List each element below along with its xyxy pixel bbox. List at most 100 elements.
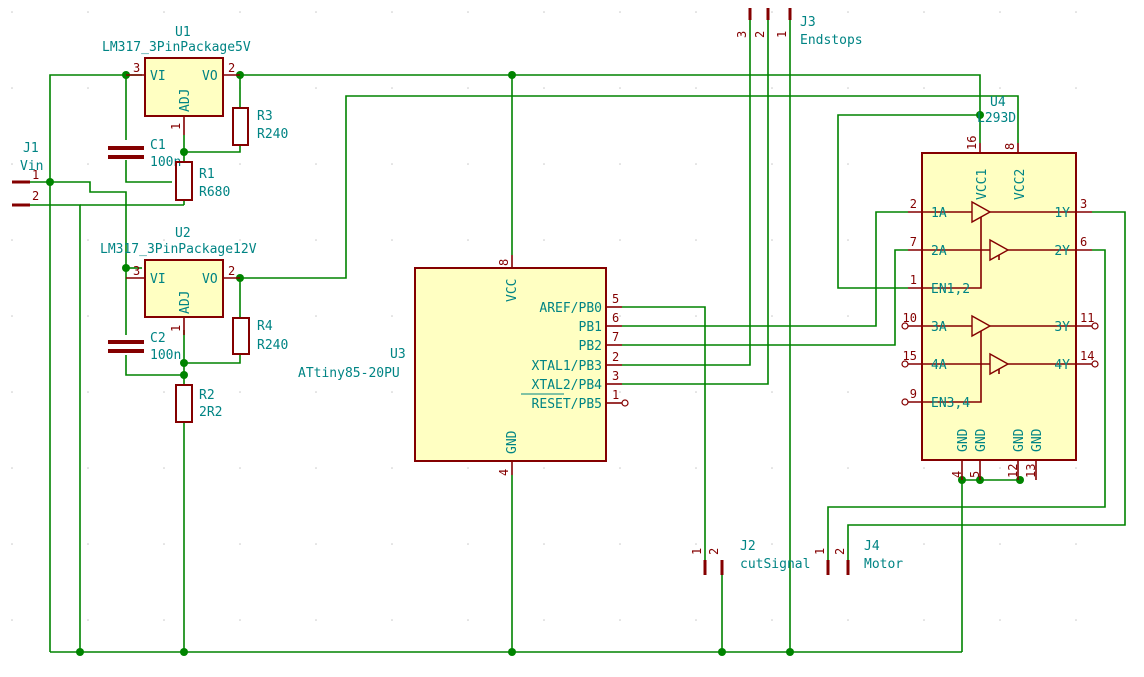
- junction-dot: [508, 648, 516, 656]
- wire-r4-bottom: [184, 354, 241, 364]
- grid-dot: [619, 163, 621, 165]
- grid-dot: [999, 543, 1001, 545]
- grid-dot: [695, 87, 697, 89]
- u2-pin-num-vi: 3: [133, 264, 140, 278]
- u2-regulator[interactable]: U2 LM317_3PinPackage12V VI VO ADJ 3 2 1: [100, 226, 257, 335]
- c2-ref: C2: [150, 331, 166, 346]
- u1-pin-num-vi: 3: [133, 61, 140, 75]
- j3-value: Endstops: [800, 33, 863, 48]
- u3-pin-number: 5: [612, 292, 619, 306]
- grid-dot: [391, 87, 393, 89]
- grid-dot: [923, 467, 925, 469]
- j4-ref: J4: [864, 539, 880, 554]
- u4-left-pin-name: 2A: [931, 244, 947, 259]
- grid-dot: [619, 11, 621, 13]
- r3-value: R240: [257, 127, 288, 142]
- r3-resistor[interactable]: R3 R240: [232, 107, 288, 146]
- grid-dot: [467, 87, 469, 89]
- u4-gnd-pin-number: 13: [1024, 464, 1038, 478]
- grid-dot: [999, 87, 1001, 89]
- grid-dot: [239, 163, 241, 165]
- grid-dot: [1075, 619, 1077, 621]
- wire-c1-bottom: [125, 160, 172, 183]
- u4-left-pin-number: 1: [910, 273, 917, 287]
- grid-dot: [315, 239, 317, 241]
- j3-connector[interactable]: J3 Endstops 3 2 1: [735, 8, 863, 48]
- u1-regulator[interactable]: U1 LM317_3PinPackage5V VI VO ADJ 3 2 1: [102, 25, 251, 135]
- grid-dot: [239, 391, 241, 393]
- grid-dot: [847, 619, 849, 621]
- u3-attiny85[interactable]: U3 ATtiny85-20PU VCC GND 8 4 AREF/PB05PB…: [298, 255, 629, 476]
- grid-dot: [619, 315, 621, 317]
- j1-pin2-num: 2: [32, 189, 39, 203]
- junction-dot: [180, 359, 188, 367]
- grid-dot: [239, 619, 241, 621]
- r1-resistor[interactable]: R1 R680: [175, 161, 230, 201]
- r4-resistor[interactable]: R4 R240: [232, 317, 288, 355]
- u4-left-pin-name: 4A: [931, 358, 947, 373]
- grid-dot: [391, 239, 393, 241]
- u4-gnd-pin-number: 4: [950, 471, 964, 478]
- grid-dot: [771, 467, 773, 469]
- grid-dot: [771, 543, 773, 545]
- c2-value: 100n: [150, 348, 181, 363]
- grid-dot: [467, 619, 469, 621]
- grid-dot: [999, 467, 1001, 469]
- u4-right-pin-name: 2Y: [1054, 244, 1070, 259]
- junction-dot: [976, 111, 984, 119]
- grid-dot: [87, 543, 89, 545]
- j3-pin2-num: 2: [753, 31, 767, 38]
- u4-left-pin-number: 7: [910, 235, 917, 249]
- u4-right-pin-number: 14: [1080, 349, 1094, 363]
- grid-dot: [87, 619, 89, 621]
- u4-nc-bubble: [901, 398, 909, 406]
- wire-en12: [837, 114, 980, 289]
- c1-capacitor[interactable]: C1 100n: [108, 138, 181, 170]
- u4-vcc2-label: VCC2: [1013, 169, 1028, 200]
- grid-dot: [11, 391, 13, 393]
- r4-ref: R4: [257, 319, 273, 334]
- grid-dot: [315, 11, 317, 13]
- u2-pin-num-adj: 1: [169, 325, 183, 332]
- u4-vcc1-num: 16: [965, 136, 979, 150]
- wire-u2-vo: [238, 95, 1019, 279]
- junction-dot: [122, 264, 130, 272]
- grid-dot: [87, 87, 89, 89]
- grid-dot: [315, 543, 317, 545]
- u4-gnd-pin-name: GND: [1030, 428, 1045, 452]
- u3-pin-number: 2: [612, 350, 619, 364]
- j2-connector[interactable]: J2 cutSignal 1 2: [690, 539, 810, 575]
- grid-dot: [619, 391, 621, 393]
- j4-pin2-num: 2: [833, 548, 847, 555]
- grid-dot: [695, 239, 697, 241]
- grid-dot: [163, 239, 165, 241]
- c2-capacitor[interactable]: C2 100n: [108, 331, 181, 363]
- grid-dot: [87, 163, 89, 165]
- junction-dot: [76, 648, 84, 656]
- r2-ref: R2: [199, 388, 215, 403]
- grid-dot: [467, 11, 469, 13]
- junction-dot: [786, 648, 794, 656]
- grid-dot: [695, 467, 697, 469]
- u4-right-pin-number: 6: [1080, 235, 1087, 249]
- j1-connector[interactable]: J1 Vin 1 2: [12, 141, 43, 207]
- u2-pin-vi: VI: [150, 272, 166, 287]
- grid-dot: [543, 87, 545, 89]
- grid-dot: [11, 619, 13, 621]
- u3-pin-name: XTAL2/PB4: [532, 378, 603, 393]
- wire-r3-bottom: [184, 145, 241, 153]
- wire-pb3-j3: [622, 20, 751, 366]
- junction-dot: [180, 648, 188, 656]
- grid-dot: [847, 163, 849, 165]
- grid-dot: [923, 619, 925, 621]
- grid-dot: [11, 315, 13, 317]
- u3-value: ATtiny85-20PU: [298, 366, 400, 381]
- r2-resistor[interactable]: R2 2R2: [175, 384, 222, 423]
- grid-dot: [619, 467, 621, 469]
- u1-pin-vo: VO: [202, 69, 218, 84]
- u2-pin-vo: VO: [202, 272, 218, 287]
- u3-gnd-label: GND: [505, 430, 520, 454]
- j4-connector[interactable]: J4 Motor 1 2: [813, 539, 903, 575]
